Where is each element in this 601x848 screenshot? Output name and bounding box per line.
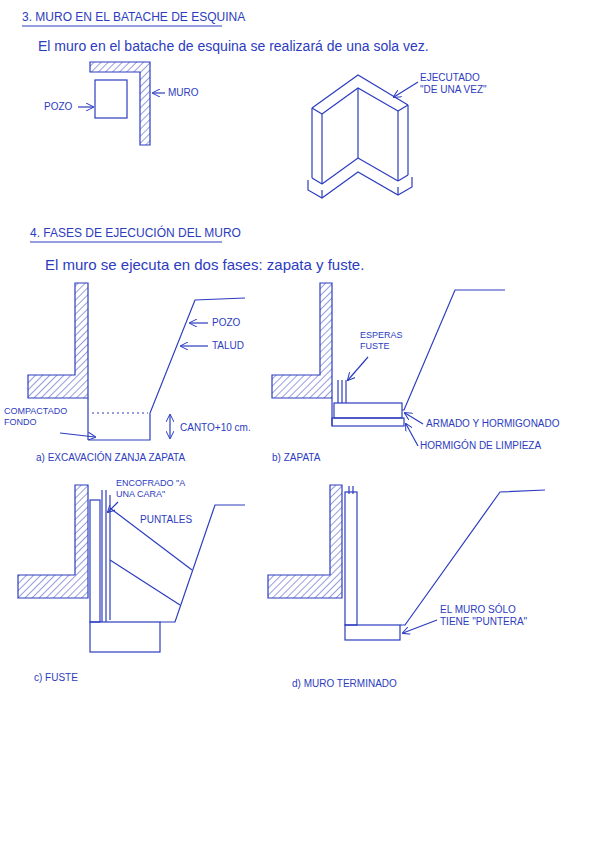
phase-b-footing-part: [337, 380, 338, 403]
phase-c-stem-part: [101, 490, 102, 622]
phase-d-finished-wall: [268, 485, 545, 640]
corner-wall-3d-part: [357, 88, 358, 158]
corner-wall-3d-part: [312, 178, 322, 184]
part-label: POZO: [44, 101, 72, 113]
leader-arrow: [394, 82, 418, 97]
phase-a-excavation: [28, 283, 245, 440]
phase-c-stem-part: [109, 495, 110, 620]
phase-c-stem-part: [105, 490, 106, 622]
phase-d-finished-wall-part: [348, 486, 349, 494]
section-heading: 3. MURO EN EL BATACHE DE ESQUINA: [22, 10, 245, 24]
phase-c-stem-part: [90, 500, 100, 622]
heading-underline: [30, 241, 222, 242]
phase-a-excavation-part: [169, 415, 170, 438]
figure-caption: a) EXCAVACIÓN ZANJA ZAPATA: [36, 452, 185, 464]
phase-c-stem: [18, 485, 245, 652]
corner-wall-3d-part: [358, 158, 398, 181]
corner-wall-3d-part: [407, 105, 408, 175]
phase-b-footing-part: [334, 403, 402, 418]
corner-wall-3d-part: [311, 108, 312, 178]
corner-wall-3d-part: [321, 114, 322, 184]
phase-d-finished-wall-part: [268, 485, 342, 598]
part-label: POZO: [212, 317, 240, 329]
phase-b-footing-part: [405, 413, 423, 424]
figure-caption: c) FUSTE: [34, 672, 78, 684]
corner-wall-3d-part: [398, 175, 408, 181]
phase-a-excavation-part: [28, 283, 88, 398]
dimension-label: CANTO+10 cm.: [180, 422, 251, 434]
figure-caption: d) MURO TERMINADO: [292, 678, 397, 690]
phase-a-excavation-part: [190, 322, 208, 323]
phase-b-footing-part: [341, 380, 342, 403]
phase-c-stem-part: [18, 485, 88, 598]
phase-b-footing-part: [406, 424, 418, 446]
note-text: El muro en el batache de esquina se real…: [38, 38, 429, 55]
phase-b-footing-part: [348, 357, 368, 380]
phase-b-footing-part: [272, 283, 332, 398]
phase-c-stem-part: [110, 508, 192, 570]
phase-b-footing-part: [345, 380, 346, 403]
part-label: TALUD: [212, 340, 244, 352]
phase-a-excavation-part: [60, 433, 95, 437]
corner-wall-3d-part: [397, 187, 398, 195]
section-heading: 4. FASES DE EJECUCIÓN DEL MURO: [30, 226, 241, 240]
corner-wall-3d-part: [308, 172, 412, 198]
callout-label: EJECUTADO "DE UNA VEZ": [420, 72, 498, 96]
corner-wall-3d-part: [322, 88, 398, 114]
callout-label: PUNTALES: [140, 514, 192, 526]
phase-d-finished-wall-part: [403, 620, 437, 633]
leader-arrow: [78, 106, 93, 107]
leader-arrow: [153, 92, 165, 93]
phase-a-excavation-part: [92, 412, 148, 413]
phase-c-stem-part: [108, 502, 118, 512]
phase-a-excavation-part: [87, 398, 88, 440]
corner-wall-3d-part: [321, 190, 322, 198]
corner-wall-3d-part: [312, 108, 322, 114]
corner-wall-3d-part: [398, 105, 408, 111]
callout-label: ESPERAS FUSTE: [360, 330, 412, 352]
phase-c-stem-part: [90, 622, 160, 652]
phase-a-excavation-part: [181, 345, 208, 346]
corner-wall-3d-part: [322, 158, 358, 184]
corner-wall-3d-part: [397, 111, 398, 181]
phase-b-footing-part: [332, 418, 404, 426]
callout-label: HORMIGÓN DE LIMPIEZA: [420, 440, 541, 452]
pit-plan: [95, 80, 127, 118]
callout-label: EL MURO SÓLO TIENE "PUNTERA": [440, 604, 530, 628]
note-text: El muro se ejecuta en dos fases: zapata …: [45, 256, 364, 274]
callout-label: COMPACTADO FONDO: [4, 406, 60, 428]
phase-a-excavation-part: [88, 298, 245, 440]
figure-caption: b) ZAPATA: [272, 452, 320, 464]
heading-underline: [22, 25, 222, 26]
callout-label: ARMADO Y HORMIGONADO: [426, 418, 560, 430]
wall-plan: [90, 62, 150, 145]
phase-d-finished-wall-part: [352, 486, 353, 494]
phase-c-stem-part: [110, 560, 180, 605]
part-label: MURO: [168, 87, 199, 99]
phase-b-footing-part: [402, 290, 505, 410]
phase-d-finished-wall-part: [345, 492, 357, 625]
corner-wall-3d: [308, 75, 412, 198]
callout-label: ENCOFRADO "A UNA CARA": [116, 478, 196, 500]
phase-d-finished-wall-part: [345, 625, 400, 640]
corner-wall-3d-part: [312, 75, 408, 108]
sketch-lines: [18, 26, 545, 652]
